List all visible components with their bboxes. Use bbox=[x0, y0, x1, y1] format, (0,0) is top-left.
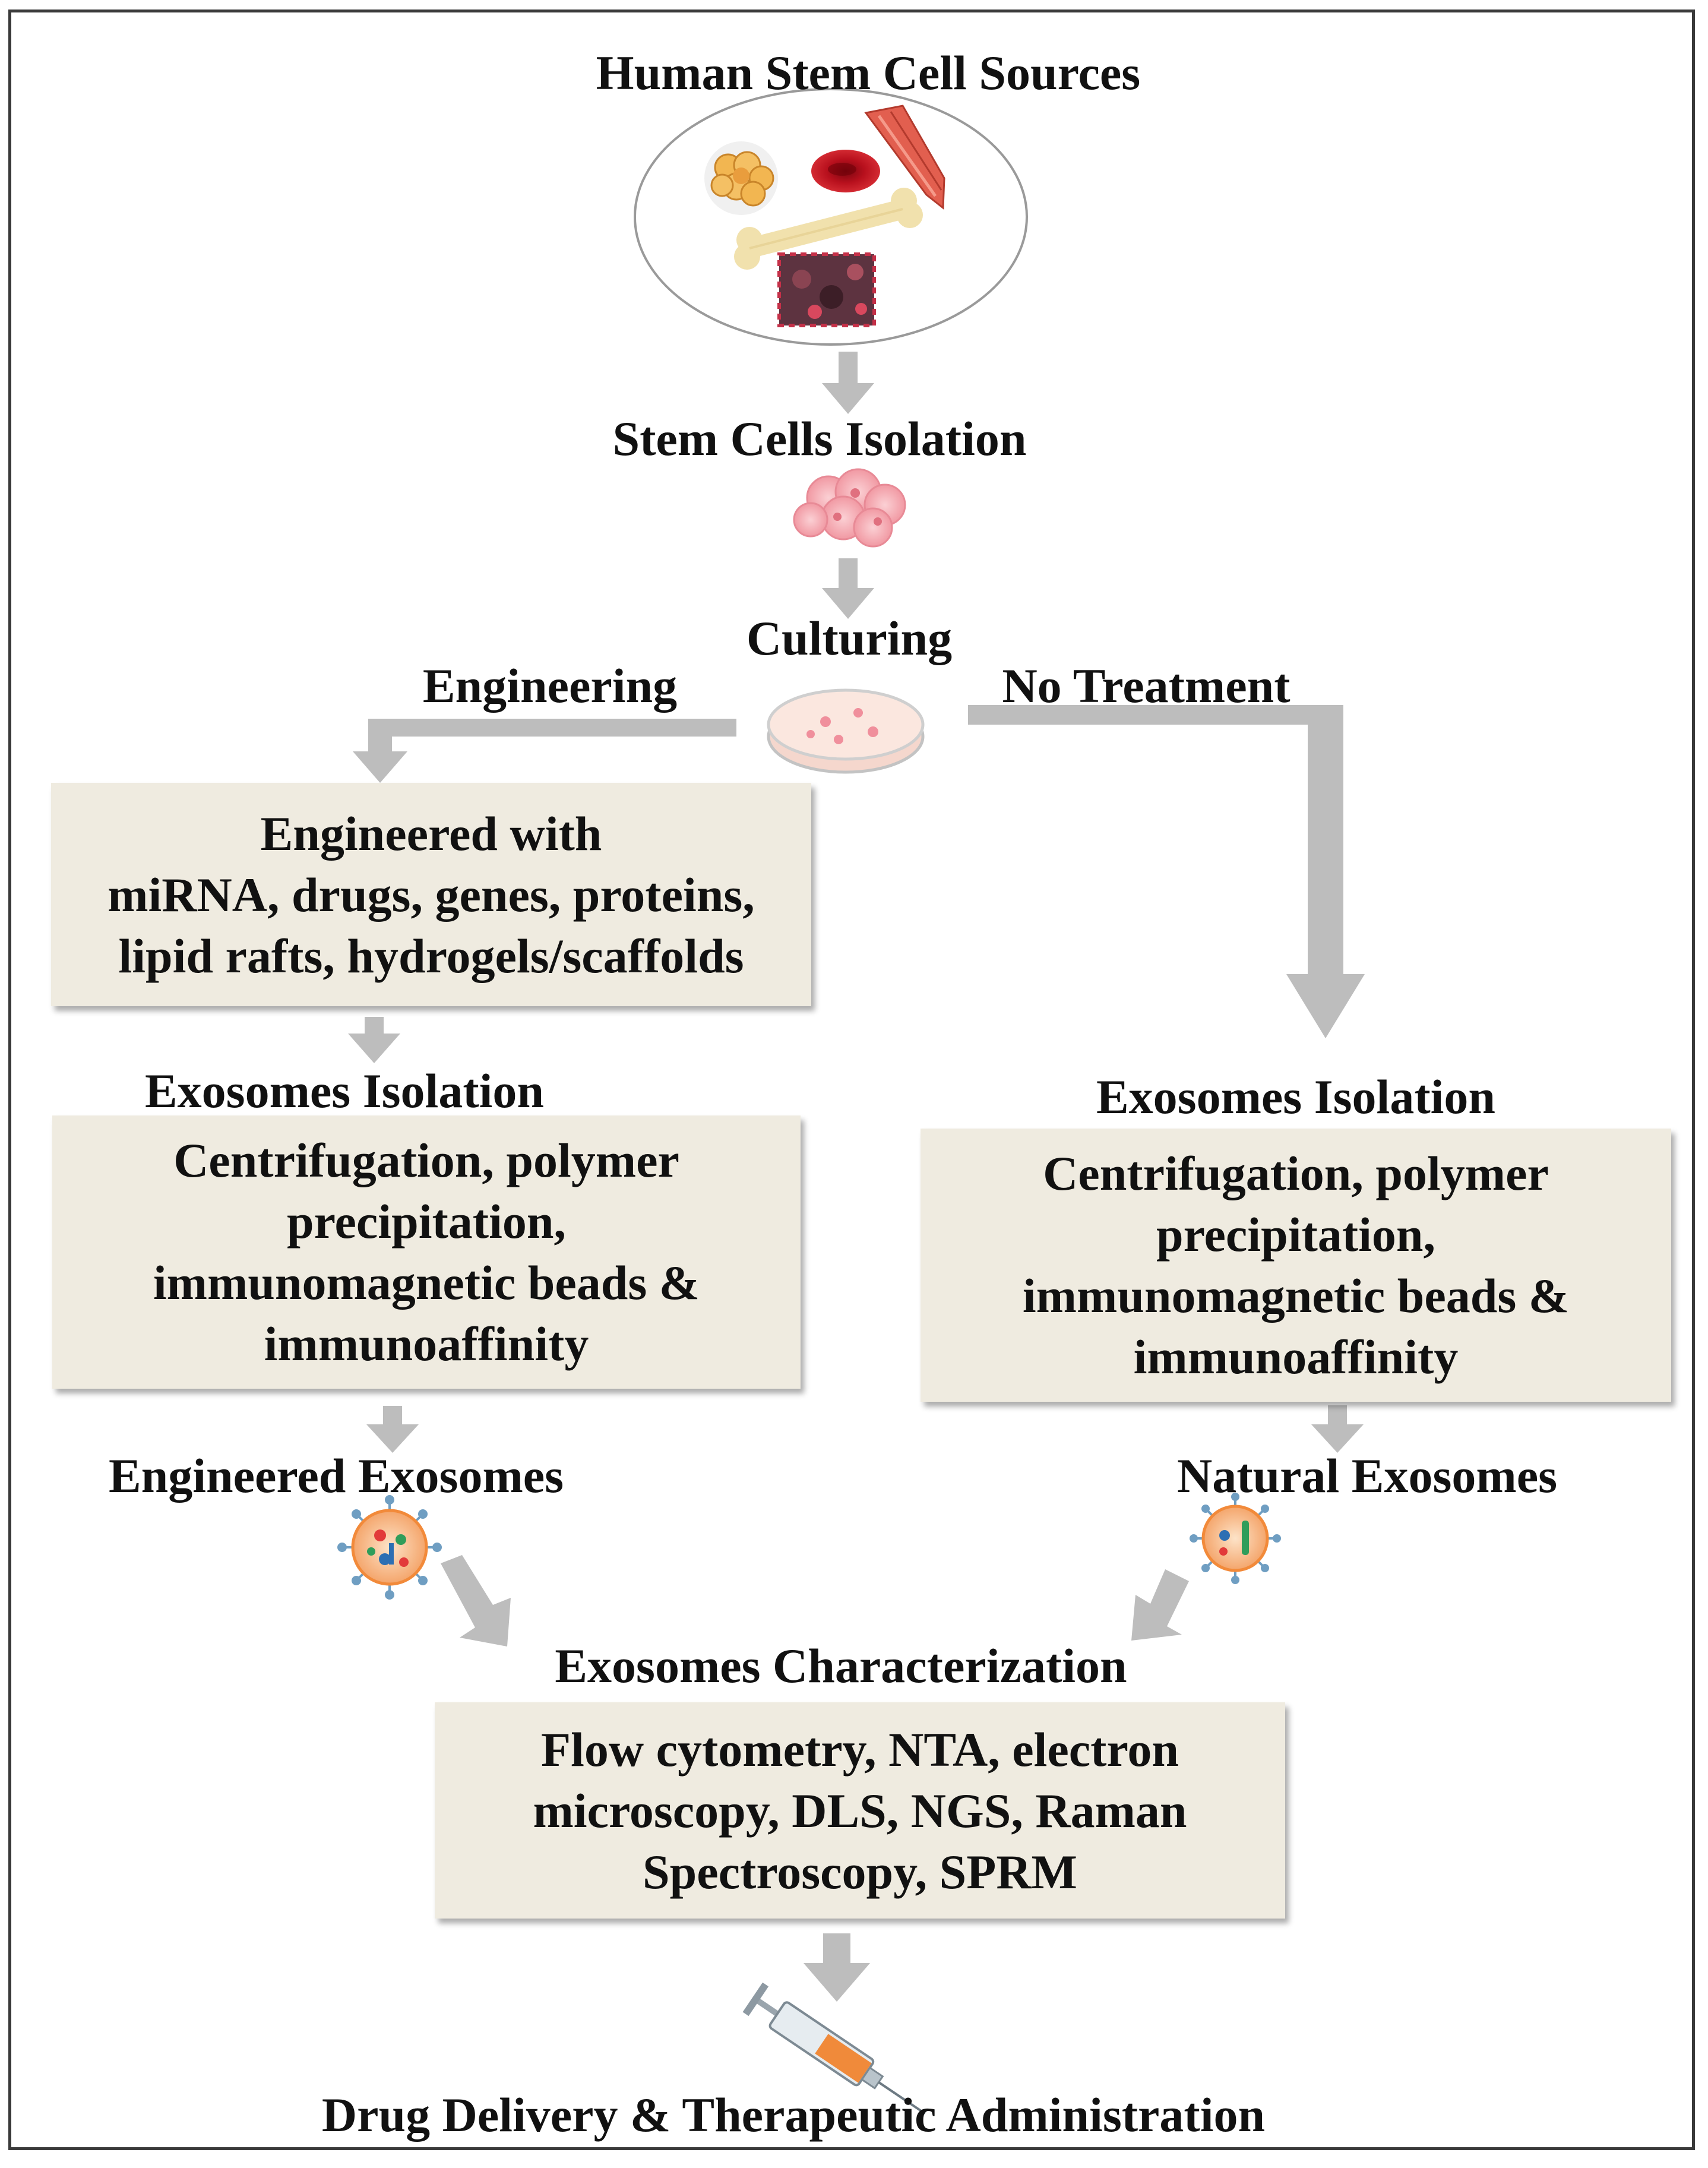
muscle-fiber-icon bbox=[864, 105, 945, 210]
adipose-cell-icon bbox=[704, 141, 778, 215]
left-isolation-line-4: immunoaffinity bbox=[264, 1317, 589, 1371]
engineered-exosome-icon bbox=[337, 1495, 442, 1600]
arrow-left-isolation-to-product bbox=[366, 1406, 419, 1453]
bone-icon bbox=[734, 188, 923, 270]
drug-delivery-title: Drug Delivery & Therapeutic Administrati… bbox=[321, 2088, 1266, 2142]
arrow-to-engineering bbox=[353, 719, 736, 783]
natural-exosome-icon bbox=[1190, 1493, 1281, 1584]
arrow-isolation-to-culturing bbox=[822, 558, 874, 619]
arrow-sources-to-isolation bbox=[822, 352, 874, 414]
no-treatment-label: No Treatment bbox=[1002, 659, 1291, 713]
characterization-title: Exosomes Characterization bbox=[555, 1639, 1127, 1693]
engineered-box-line-3: lipid rafts, hydrogels/scaffolds bbox=[118, 928, 744, 983]
engineered-exosomes-label: Engineered Exosomes bbox=[108, 1449, 564, 1503]
arrow-to-no-treatment bbox=[968, 705, 1365, 1038]
arrow-characterization-to-delivery bbox=[804, 1933, 870, 2002]
tissue-sample-icon bbox=[777, 252, 876, 327]
characterization-line-1: Flow cytometry, NTA, electron bbox=[540, 1722, 1179, 1777]
stem-cell-cluster-icon bbox=[793, 468, 906, 548]
left-isolation-line-2: precipitation, bbox=[287, 1194, 566, 1249]
petri-dish-icon bbox=[767, 688, 925, 774]
isolation-title: Stem Cells Isolation bbox=[612, 412, 1027, 466]
characterization-line-3: Spectroscopy, SPRM bbox=[643, 1844, 1077, 1899]
right-isolation-line-2: precipitation, bbox=[1156, 1208, 1435, 1262]
arrow-right-isolation-to-product bbox=[1311, 1405, 1364, 1453]
characterization-line-2: microscopy, DLS, NGS, Raman bbox=[533, 1783, 1187, 1838]
left-isolation-box: Centrifugation, polymer precipitation, i… bbox=[52, 1115, 801, 1389]
right-isolation-line-4: immunoaffinity bbox=[1133, 1330, 1459, 1384]
right-isolation-line-3: immunomagnetic beads & bbox=[1022, 1269, 1570, 1323]
culturing-title: Culturing bbox=[746, 611, 953, 665]
right-isolation-box: Centrifugation, polymer precipitation, i… bbox=[921, 1129, 1671, 1402]
engineered-with-box: Engineered with miRNA, drugs, genes, pro… bbox=[51, 783, 811, 1006]
right-isolation-line-1: Centrifugation, polymer bbox=[1043, 1146, 1549, 1200]
sources-title: Human Stem Cell Sources bbox=[596, 46, 1141, 100]
engineered-box-line-1: Engineered with bbox=[260, 806, 602, 861]
arrow-natural-to-characterization bbox=[1131, 1569, 1189, 1641]
right-isolation-title: Exosomes Isolation bbox=[1096, 1070, 1496, 1124]
engineering-label: Engineering bbox=[422, 659, 678, 713]
left-isolation-title: Exosomes Isolation bbox=[144, 1064, 545, 1118]
natural-exosomes-label: Natural Exosomes bbox=[1176, 1449, 1558, 1503]
engineered-box-line-2: miRNA, drugs, genes, proteins, bbox=[107, 867, 755, 922]
characterization-box: Flow cytometry, NTA, electron microscopy… bbox=[435, 1702, 1285, 1919]
arrow-engineered-to-isolation bbox=[348, 1017, 400, 1063]
left-isolation-line-1: Centrifugation, polymer bbox=[173, 1133, 679, 1187]
arrow-engineered-to-characterization bbox=[441, 1555, 511, 1646]
red-blood-cell-icon bbox=[811, 150, 880, 192]
left-isolation-line-3: immunomagnetic beads & bbox=[153, 1256, 700, 1310]
syringe-icon bbox=[742, 1982, 926, 2115]
